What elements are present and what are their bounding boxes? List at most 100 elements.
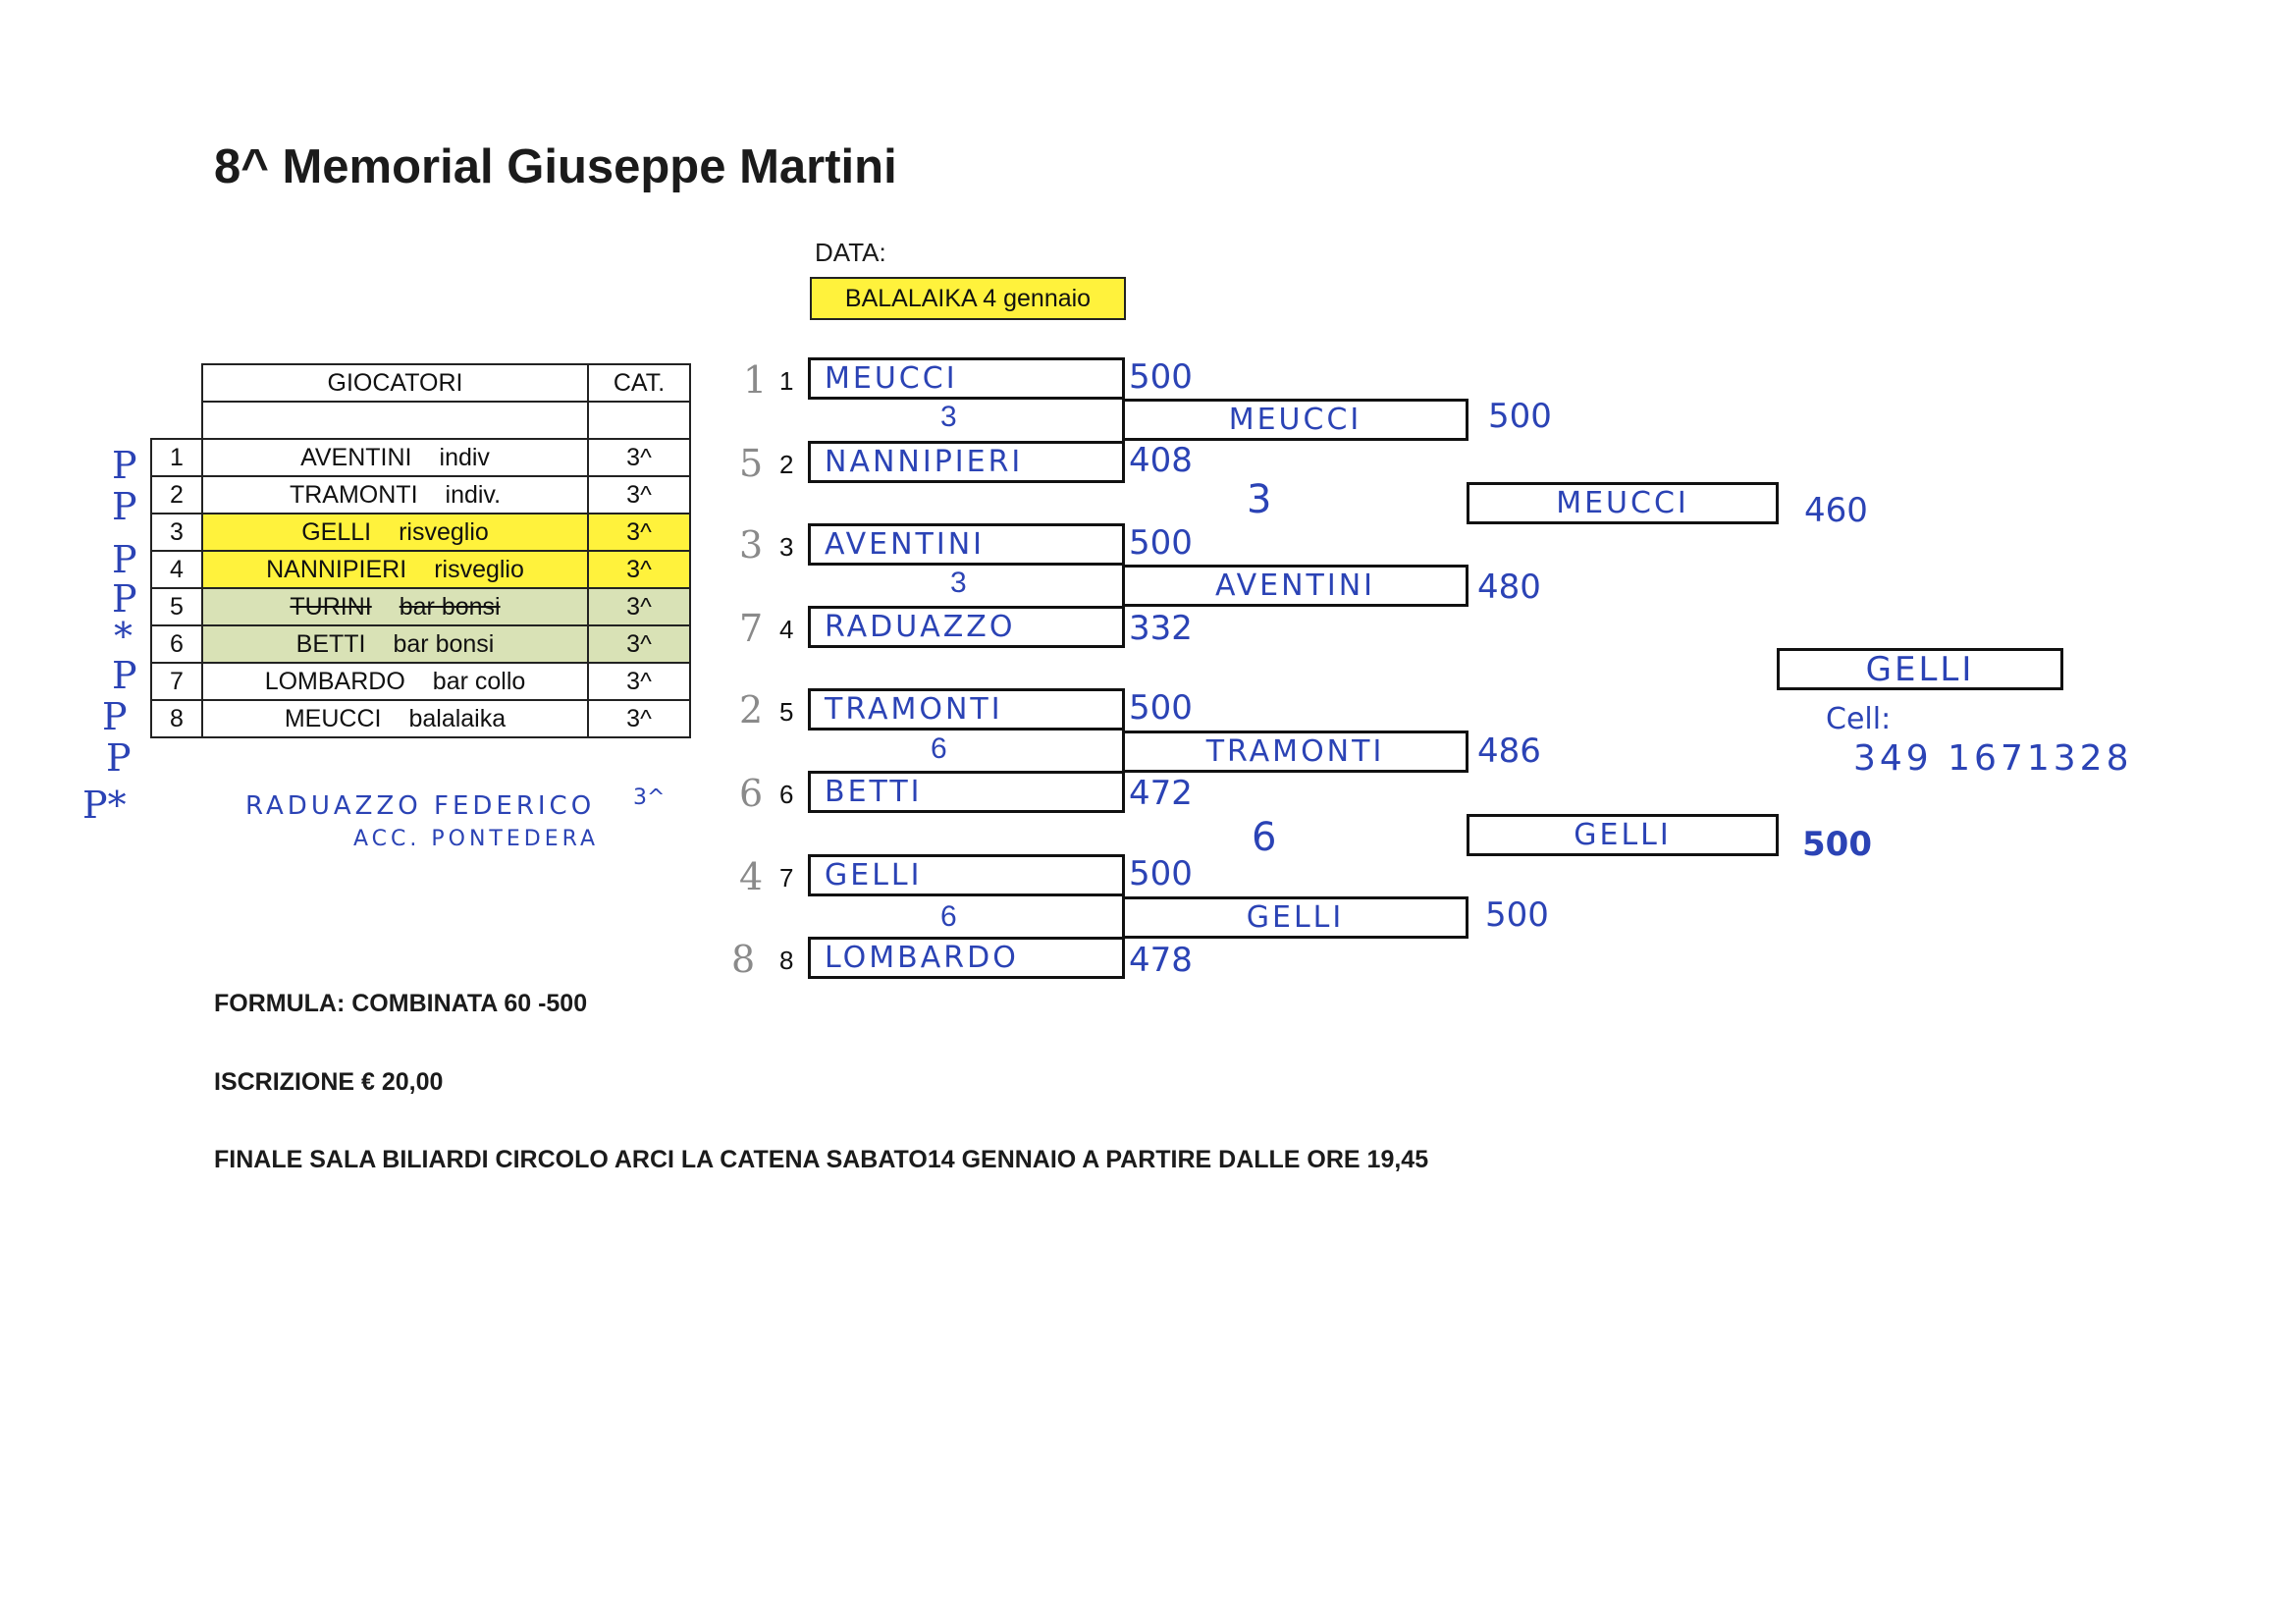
- table-number-note: 3: [940, 401, 957, 433]
- bracket-slot-r2: GELLI: [1122, 896, 1468, 939]
- page-title: 8^ Memorial Giuseppe Martini: [214, 140, 897, 193]
- row-number: 8: [150, 699, 203, 738]
- presence-mark: P: [106, 736, 132, 780]
- player-club: risveglio: [399, 517, 489, 546]
- player-category: 3^: [587, 475, 691, 514]
- bracket-seed: 3: [779, 532, 794, 562]
- bracket-score: 500: [1488, 397, 1552, 436]
- presence-mark: P*: [82, 784, 127, 827]
- bracket-score: 500: [1129, 688, 1193, 728]
- player-name: GELLI: [301, 517, 372, 546]
- table-row: 8 MEUCCI balalaika 3^: [150, 699, 691, 738]
- bracket-score: 500: [1129, 854, 1193, 893]
- bracket-slot-r2: AVENTINI: [1122, 565, 1468, 607]
- absence-mark: *: [114, 615, 133, 658]
- row-number: 4: [150, 550, 203, 589]
- player-club: bar bonsi: [393, 629, 495, 658]
- bracket-score: 332: [1129, 609, 1193, 648]
- row-number: 5: [150, 587, 203, 626]
- presence-mark: P: [112, 577, 137, 621]
- bracket-slot-r1: AVENTINI: [808, 523, 1125, 566]
- table-spacer-row: [151, 401, 691, 440]
- draw-number: 3: [739, 523, 764, 567]
- bracket-score: 500: [1802, 825, 1872, 864]
- bracket-score: 472: [1129, 774, 1193, 813]
- player-name: AVENTINI: [300, 443, 412, 471]
- bracket-seed: 7: [779, 863, 794, 893]
- bracket-score: 500: [1485, 895, 1549, 935]
- table-number-note: 6: [1252, 815, 1277, 860]
- draw-number: 1: [743, 358, 768, 402]
- table-row: 2 TRAMONTI indiv. 3^: [150, 475, 691, 514]
- bracket-slot-r1: GELLI: [808, 854, 1125, 896]
- bracket-score: 500: [1129, 523, 1193, 563]
- draw-number: 7: [739, 607, 764, 650]
- draw-number: 4: [739, 855, 764, 898]
- bracket-slot-r2: TRAMONTI: [1122, 731, 1468, 773]
- extra-player-name: RADUAZZO FEDERICO: [245, 791, 596, 821]
- bracket-seed: 5: [779, 697, 794, 727]
- bracket-slot-r1: TRAMONTI: [808, 688, 1125, 731]
- bracket-score: 500: [1129, 357, 1193, 397]
- bracket-seed: 4: [779, 615, 794, 644]
- player-club: indiv: [439, 443, 490, 471]
- col-cat-header: CAT.: [587, 363, 691, 403]
- bracket-seed: 1: [779, 366, 794, 396]
- phone-label: Cell:: [1826, 702, 1892, 736]
- presence-mark: P: [102, 695, 128, 738]
- player-club: indiv.: [445, 480, 502, 509]
- player-name: MEUCCI: [284, 704, 382, 732]
- presence-mark: P: [112, 485, 137, 528]
- table-header-row: GIOCATORI CAT.: [151, 363, 691, 403]
- row-number: 3: [150, 513, 203, 552]
- bracket-score: 480: [1477, 568, 1541, 607]
- row-number: 6: [150, 624, 203, 664]
- player-category: 3^: [587, 550, 691, 589]
- player-category: 3^: [587, 662, 691, 701]
- player-name: LOMBARDO: [264, 667, 405, 695]
- draw-number: 8: [731, 938, 756, 981]
- bracket-slot-r1: MEUCCI: [808, 357, 1125, 400]
- bracket-score: 478: [1129, 941, 1193, 980]
- players-table: GIOCATORI CAT. 1 AVENTINI indiv 3^ 2 TRAM…: [150, 363, 691, 738]
- bracket-winner-slot: GELLI: [1777, 648, 2063, 690]
- player-category: 3^: [587, 624, 691, 664]
- draw-number: 5: [739, 442, 764, 485]
- table-number-note: 6: [940, 900, 957, 933]
- row-number: 1: [150, 438, 203, 477]
- player-category: 3^: [587, 587, 691, 626]
- date-label: DATA:: [815, 238, 886, 267]
- bracket-slot-r3: GELLI: [1467, 814, 1779, 856]
- player-name: BETTI: [295, 629, 366, 658]
- player-name: TURINI: [290, 592, 372, 621]
- formula-text: FORMULA: COMBINATA 60 -500: [214, 990, 588, 1017]
- presence-mark: P: [112, 654, 137, 697]
- final-text: FINALE SALA BILIARDI CIRCOLO ARCI LA CAT…: [214, 1146, 1429, 1173]
- player-club: bar bonsi: [399, 592, 501, 621]
- extra-player-category: 3^: [633, 785, 666, 810]
- fee-text: ISCRIZIONE € 20,00: [214, 1068, 444, 1096]
- date-value: BALALAIKA 4 gennaio: [810, 277, 1126, 320]
- row-number: 2: [150, 475, 203, 514]
- player-club: balalaika: [408, 704, 507, 732]
- table-number-note: 3: [950, 567, 967, 599]
- bracket-seed: 6: [779, 780, 794, 809]
- bracket-score: 408: [1129, 441, 1193, 480]
- draw-number: 6: [739, 772, 764, 815]
- bracket-slot-r1: BETTI: [808, 771, 1125, 813]
- bracket-seed: 2: [779, 450, 794, 479]
- draw-number: 2: [739, 688, 764, 731]
- table-row: 6 BETTI bar bonsi 3^: [150, 624, 691, 664]
- bracket-slot-r2: MEUCCI: [1122, 399, 1468, 441]
- bracket-slot-r1: LOMBARDO: [808, 937, 1125, 979]
- phone-number: 349 1671328: [1853, 738, 2133, 779]
- player-category: 3^: [587, 699, 691, 738]
- presence-mark: P: [112, 444, 137, 487]
- player-club: risveglio: [434, 555, 524, 583]
- row-number: 7: [150, 662, 203, 701]
- table-number-note: 3: [1247, 477, 1272, 522]
- player-name: TRAMONTI: [289, 480, 418, 509]
